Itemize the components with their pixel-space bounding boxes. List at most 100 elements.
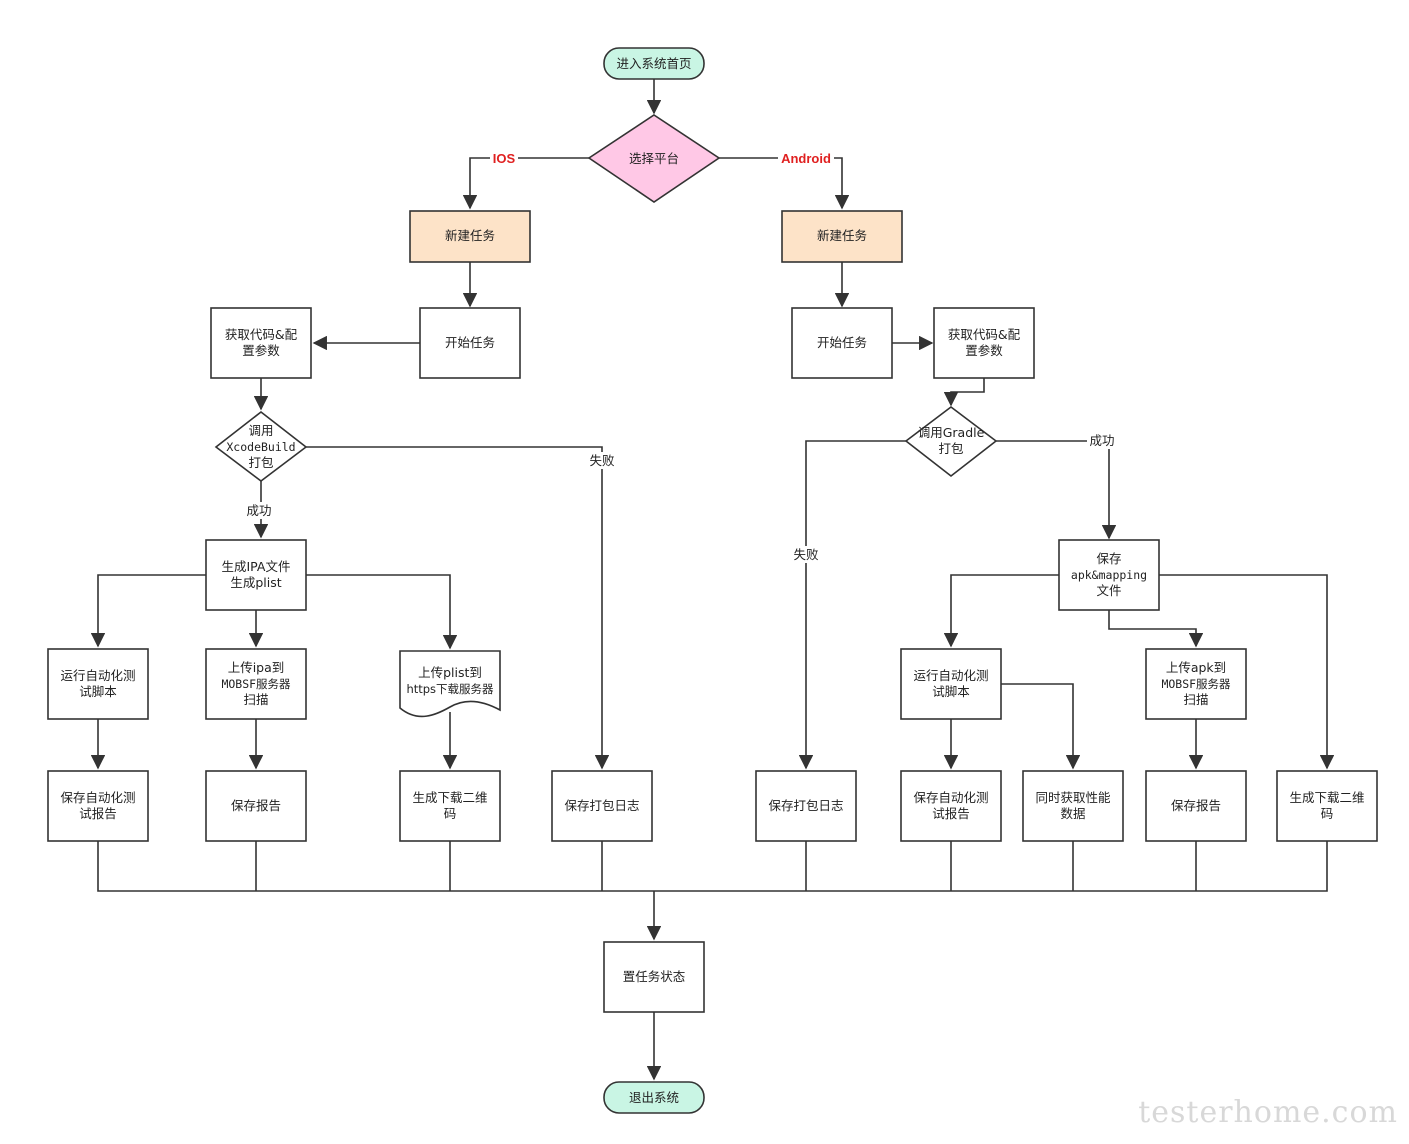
ios-gen-ipa-label-1: 生成IPA文件 [222,559,291,574]
android-new-task-label: 新建任务 [817,228,867,243]
edge-and-getcode-build [943,378,985,407]
edge-labels: IOS Android 成功 失败 成功 失败 [244,150,1117,563]
ios-save-report-box[interactable] [205,770,307,842]
ios-get-code-box[interactable] [210,307,312,379]
ios-run-auto-box[interactable] [47,648,149,720]
android-gen-qr-label-2: 码 [1321,806,1334,821]
ios-upload-plist-label-2: https下载服务器 [406,682,494,696]
choose-platform-decision[interactable] [587,114,721,203]
ios-upload-ipa-box[interactable] [205,648,307,720]
android-save-auto-report-box[interactable] [900,770,1002,842]
ios-get-code-label-1: 获取代码&配 [225,327,298,342]
exit-label: 退出系统 [629,1090,679,1105]
android-perf-label-1: 同时获取性能 [1035,790,1111,805]
android-get-code-label-1: 获取代码&配 [948,327,1021,342]
android-start-task-label: 开始任务 [817,335,867,350]
android-build-decision[interactable] [904,405,998,478]
ios-gen-qr-label-1: 生成下载二维 [412,790,487,805]
choose-platform-label: 选择平台 [629,151,679,166]
edge-label-and-fail: 失败 [793,547,819,562]
edge-label-ios: IOS [493,151,516,166]
edge-and-auto-perf [1001,683,1081,770]
ios-new-task-box[interactable] [409,210,531,263]
edge-ios-ipa-auto [90,574,206,648]
ios-upload-plist-document[interactable] [399,650,501,718]
android-upload-apk-label-2: MOBSF服务器 [1161,677,1231,691]
android-new-task-box[interactable] [781,210,903,263]
ios-gen-ipa-box[interactable] [205,539,307,611]
android-save-log-box[interactable] [755,770,857,842]
android-save-apk-box[interactable] [1058,539,1160,611]
android-perf-box[interactable] [1022,770,1124,842]
android-save-report-label: 保存报告 [1171,798,1221,813]
android-run-auto-box[interactable] [900,648,1002,720]
ios-get-code-label-2: 置参数 [242,343,280,358]
ios-build-decision[interactable] [214,410,308,483]
edge-ios-build-fail [306,446,610,770]
android-upload-apk-label-1: 上传apk到 [1166,660,1226,675]
ios-run-auto-label-2: 试脚本 [79,684,117,699]
ios-save-log-box[interactable] [551,770,653,842]
ios-start-task-label: 开始任务 [445,335,495,350]
android-gen-qr-box[interactable] [1276,770,1378,842]
ios-upload-plist-label-1: 上传plist到 [418,665,482,680]
android-save-auto-report-label-2: 试报告 [932,806,970,821]
node-labels: 进入系统首页 选择平台 新建任务 新建任务 开始任务 开始任务 获取代码&配 置… [60,56,1364,1105]
android-start-task-box[interactable] [791,307,893,379]
ios-start-task-box[interactable] [419,307,521,379]
ios-build-label-1: 调用 [248,423,273,438]
edge-merge-bar [97,841,1328,892]
android-gen-qr-label-1: 生成下载二维 [1289,790,1364,805]
set-status-box[interactable] [603,941,705,1013]
set-status-label: 置任务状态 [623,969,686,984]
ios-build-label-2: XcodeBuild [226,440,295,454]
ios-build-label-3: 打包 [248,455,273,470]
android-perf-label-2: 数据 [1060,806,1085,821]
android-save-apk-label-2: apk&mapping [1071,568,1147,582]
ios-upload-ipa-label-3: 扫描 [243,692,268,707]
android-save-log-label: 保存打包日志 [768,798,843,813]
android-get-code-box[interactable] [933,307,1035,379]
edge-label-ios-fail: 失败 [589,453,615,468]
ios-save-log-label: 保存打包日志 [564,798,639,813]
edge-platform-ios [462,157,589,210]
android-save-apk-label-3: 文件 [1096,583,1121,598]
android-get-code-label-2: 置参数 [965,343,1003,358]
edge-ios-ipa-plist [306,574,458,650]
ios-save-auto-report-label-2: 试报告 [79,806,117,821]
ios-gen-qr-box[interactable] [399,770,501,842]
edge-label-ios-success: 成功 [246,503,271,518]
edges [90,79,1335,1081]
android-build-label-1: 调用Gradle [918,425,985,440]
edge-and-build-fail [798,440,906,770]
nodes [47,47,1378,1114]
ios-upload-ipa-label-1: 上传ipa到 [228,660,285,675]
android-run-auto-label-1: 运行自动化测 [913,668,988,683]
ios-gen-ipa-label-2: 生成plist [230,575,281,590]
exit-terminal[interactable] [603,1081,705,1114]
android-save-auto-report-label-1: 保存自动化测 [913,790,988,805]
edge-label-and-success: 成功 [1089,433,1114,448]
edge-platform-android [719,157,850,210]
edge-and-apk-qr [1159,574,1335,770]
android-save-apk-label-1: 保存 [1096,551,1121,566]
ios-save-auto-report-label-1: 保存自动化测 [60,790,135,805]
start-label: 进入系统首页 [616,56,691,71]
android-save-report-box[interactable] [1145,770,1247,842]
ios-save-report-label: 保存报告 [231,798,281,813]
edge-label-android: Android [781,151,831,166]
edge-and-apk-upload [1108,610,1204,648]
android-upload-apk-box[interactable] [1145,648,1247,720]
ios-gen-qr-label-2: 码 [444,806,457,821]
edge-and-build-success [996,440,1117,540]
watermark: testerhome.com [1138,1095,1398,1130]
ios-run-auto-label-1: 运行自动化测 [60,668,135,683]
ios-save-auto-report-box[interactable] [47,770,149,842]
ios-upload-ipa-label-2: MOBSF服务器 [221,677,291,691]
edge-and-apk-auto [943,574,1059,648]
ios-new-task-label: 新建任务 [445,228,495,243]
android-upload-apk-label-3: 扫描 [1183,692,1208,707]
start-terminal[interactable] [603,47,705,80]
